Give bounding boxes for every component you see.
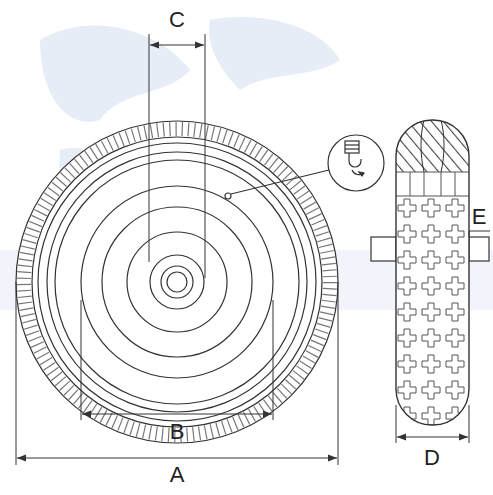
dimension-label: B	[170, 421, 185, 443]
dimension-label: D	[424, 447, 440, 469]
dimension-a	[16, 282, 338, 465]
dimension-b	[81, 300, 273, 420]
dimension-c	[149, 34, 205, 278]
dimension-label: E	[472, 206, 487, 228]
dimension-d	[396, 405, 469, 443]
dimension-e	[469, 231, 490, 237]
wheel-side-view	[371, 120, 489, 425]
dimension-label: A	[170, 464, 185, 486]
wheel-front-view	[16, 121, 338, 443]
dimension-label: C	[169, 9, 185, 31]
valve-callout	[231, 135, 384, 194]
